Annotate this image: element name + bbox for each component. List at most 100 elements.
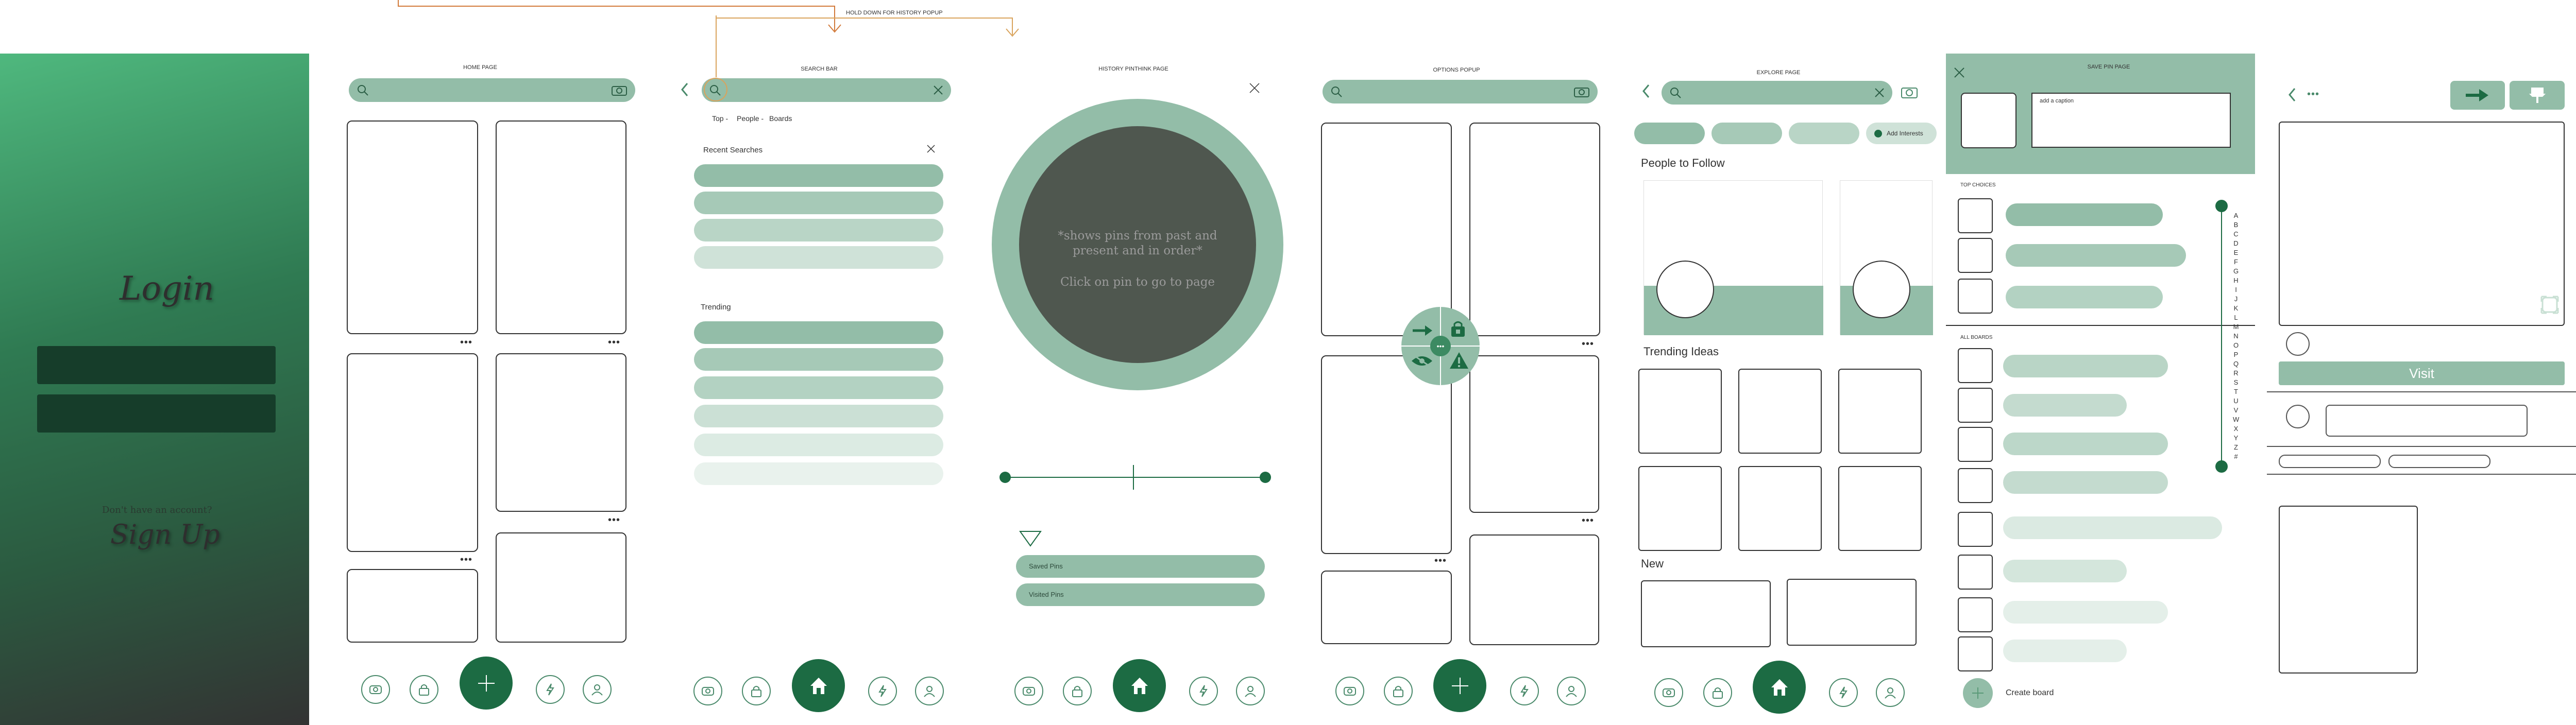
- board-option[interactable]: [2003, 560, 2127, 582]
- nav-activity-button[interactable]: [868, 677, 897, 705]
- alphabet-scroll-handle[interactable]: [2215, 200, 2228, 212]
- filter-tab-top[interactable]: Top -: [712, 114, 728, 123]
- nav-activity-button[interactable]: [536, 675, 565, 704]
- pin-image[interactable]: [2279, 122, 2565, 326]
- trending-item[interactable]: [694, 405, 943, 427]
- profile-card[interactable]: [1643, 180, 1823, 335]
- category-chip[interactable]: [1789, 123, 1859, 144]
- nav-activity-button[interactable]: [1829, 678, 1858, 707]
- nav-explore-button[interactable]: [1014, 677, 1043, 705]
- category-chip[interactable]: [1634, 123, 1705, 144]
- nav-profile-button[interactable]: [1236, 677, 1265, 705]
- nav-explore-button[interactable]: [1335, 677, 1364, 705]
- trending-idea-tile[interactable]: [1738, 466, 1822, 551]
- timeline-start-handle[interactable]: [999, 472, 1011, 483]
- camera-icon[interactable]: [612, 84, 627, 96]
- nav-profile-button[interactable]: [1557, 677, 1586, 705]
- filter-tab-boards[interactable]: Boards: [769, 114, 792, 123]
- nav-profile-button[interactable]: [915, 677, 944, 705]
- recent-search-item[interactable]: [694, 164, 943, 187]
- visit-button[interactable]: Visit: [2279, 361, 2565, 385]
- timeline-slider[interactable]: [1133, 465, 1134, 490]
- board-option[interactable]: [2003, 516, 2222, 539]
- back-icon[interactable]: [680, 82, 689, 97]
- back-icon[interactable]: [1641, 84, 1651, 98]
- nav-locked-button[interactable]: [1063, 677, 1092, 705]
- board-option[interactable]: [2003, 640, 2127, 662]
- saved-pins-option[interactable]: Saved Pins: [1016, 555, 1265, 578]
- trending-idea-tile[interactable]: [1638, 466, 1722, 551]
- trending-item[interactable]: [694, 434, 943, 456]
- create-board-button[interactable]: [1963, 678, 1993, 708]
- eye-icon[interactable]: [1411, 353, 1433, 369]
- trending-item[interactable]: [694, 348, 943, 371]
- profile-card[interactable]: [1840, 180, 1933, 335]
- options-search-bar[interactable]: [1323, 80, 1598, 103]
- related-pin-card[interactable]: [2279, 506, 2418, 674]
- pin-card[interactable]: [347, 569, 478, 643]
- nav-profile-button[interactable]: [1876, 678, 1905, 707]
- home-search-bar[interactable]: [349, 78, 635, 102]
- board-thumbnail[interactable]: [1958, 512, 1993, 547]
- password-field[interactable]: [37, 394, 276, 433]
- pin-card[interactable]: [1469, 355, 1599, 513]
- arrow-right-icon[interactable]: [1412, 324, 1434, 337]
- pin-card[interactable]: [1469, 123, 1600, 336]
- nav-locked-button[interactable]: [742, 677, 771, 705]
- nav-profile-button[interactable]: [583, 675, 612, 704]
- trending-idea-tile[interactable]: [1738, 369, 1822, 454]
- board-option[interactable]: [2003, 355, 2168, 377]
- avatar[interactable]: [2286, 332, 2310, 356]
- more-icon[interactable]: •••: [1434, 555, 1447, 566]
- save-button[interactable]: [2510, 81, 2565, 110]
- more-icon[interactable]: •••: [1430, 336, 1451, 356]
- camera-icon[interactable]: [1574, 86, 1589, 97]
- camera-icon[interactable]: [1901, 85, 1918, 99]
- close-icon[interactable]: [1954, 67, 1965, 78]
- action-pill[interactable]: [2388, 455, 2490, 468]
- explore-search-input[interactable]: [1662, 81, 1892, 105]
- nav-explore-button[interactable]: [361, 675, 390, 704]
- visited-pins-option[interactable]: Visited Pins: [1016, 583, 1265, 606]
- history-dial-inner[interactable]: [1019, 126, 1256, 363]
- more-icon[interactable]: •••: [460, 554, 473, 565]
- board-option[interactable]: [2003, 601, 2168, 624]
- board-thumbnail[interactable]: [1958, 238, 1993, 273]
- close-icon[interactable]: [926, 144, 936, 153]
- board-option[interactable]: [2006, 286, 2163, 308]
- more-icon[interactable]: •••: [2307, 89, 2320, 100]
- pin-card[interactable]: [1469, 534, 1599, 645]
- trending-idea-tile[interactable]: [1838, 369, 1922, 454]
- close-icon[interactable]: [1249, 82, 1260, 94]
- nav-home-button[interactable]: [1753, 661, 1806, 714]
- trending-item[interactable]: [694, 462, 943, 485]
- nav-create-button[interactable]: [460, 657, 513, 710]
- signup-link[interactable]: Sign Up: [110, 520, 220, 550]
- warning-icon[interactable]: [1449, 351, 1469, 370]
- back-icon[interactable]: [2287, 88, 2297, 102]
- pin-card[interactable]: [496, 532, 626, 643]
- timeline-end-handle[interactable]: [1260, 472, 1271, 483]
- filter-icon[interactable]: [1019, 530, 1042, 548]
- comment-input[interactable]: [2326, 405, 2528, 437]
- board-thumbnail[interactable]: [1958, 279, 1993, 314]
- more-icon[interactable]: •••: [1582, 515, 1595, 526]
- board-thumbnail[interactable]: [1958, 198, 1993, 233]
- pin-card[interactable]: [496, 353, 626, 512]
- new-pin-tile[interactable]: [1641, 580, 1771, 647]
- board-thumbnail[interactable]: [1958, 427, 1993, 462]
- trending-idea-tile[interactable]: [1838, 466, 1922, 551]
- board-option[interactable]: [2006, 244, 2186, 267]
- board-thumbnail[interactable]: [1958, 468, 1993, 503]
- pin-card[interactable]: [347, 120, 478, 334]
- create-board-label[interactable]: Create board: [2006, 688, 2054, 697]
- close-icon[interactable]: [1874, 87, 1885, 98]
- board-option[interactable]: [2003, 471, 2168, 494]
- add-interests-button[interactable]: Add Interests: [1866, 123, 1937, 144]
- trending-idea-tile[interactable]: [1638, 369, 1722, 454]
- nav-create-button[interactable]: [1433, 659, 1486, 712]
- board-option[interactable]: [2003, 394, 2127, 417]
- more-icon[interactable]: •••: [460, 337, 473, 348]
- new-pin-tile[interactable]: [1787, 579, 1917, 646]
- recent-search-item[interactable]: [694, 219, 943, 241]
